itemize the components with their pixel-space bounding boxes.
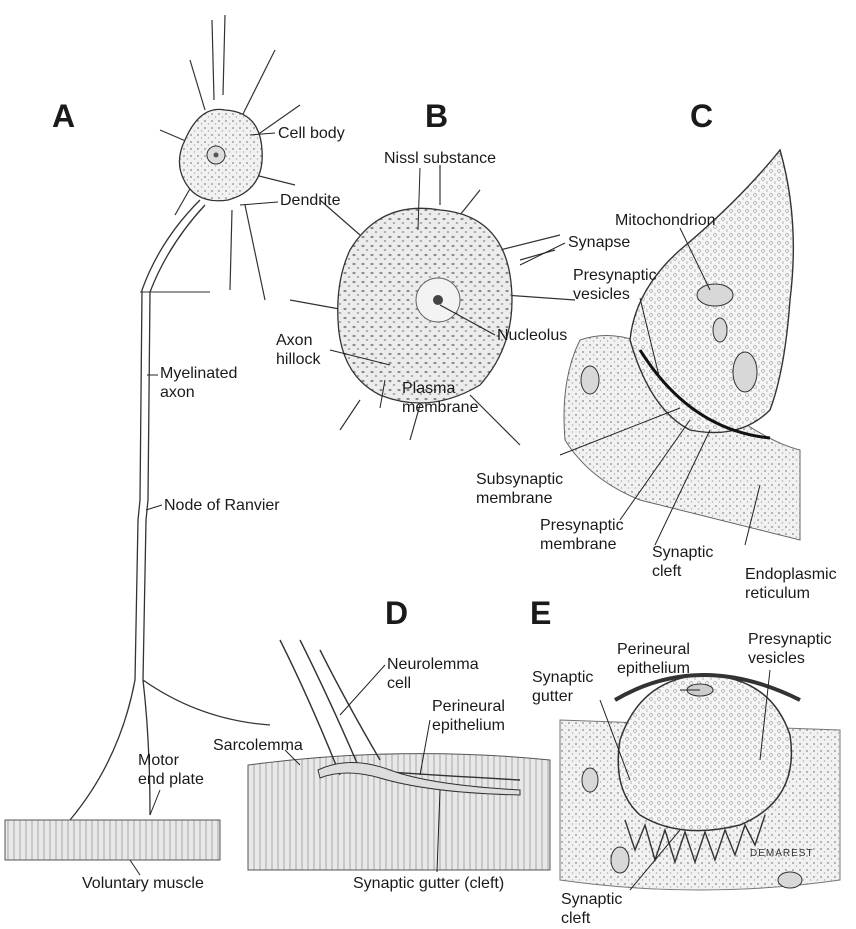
label-plasma-membrane: Plasma membrane [402,380,479,416]
label-perineural-epithelium-d: Perineural epithelium [432,698,505,734]
label-perineural-epithelium-e: Perineural epithelium [617,641,690,677]
label-voluntary-muscle: Voluntary muscle [82,875,204,892]
panel-letter-c: C [690,98,714,134]
panel-letter-a: A [52,98,76,134]
label-myelinated-axon: Myelinated axon [160,365,238,401]
leader-lines [129,132,771,891]
label-mitochondrion: Mitochondrion [615,212,716,229]
panel-e-folds [624,814,766,865]
label-dendrite: Dendrite [280,192,341,209]
label-nissl-substance: Nissl substance [384,150,497,167]
label-synaptic-gutter: Synaptic gutter [532,669,594,705]
voluntary-muscle-a [4,819,221,861]
panel-d-muscle [247,753,551,871]
label-presynaptic-vesicles-c: Presynaptic vesicles [573,267,657,303]
mitochondrion-c [696,283,734,307]
label-axon-hillock: Axon hillock [276,332,321,368]
panel-letter-b: B [425,98,449,134]
label-synaptic-gutter-cleft: Synaptic gutter (cleft) [353,875,505,892]
label-synapse: Synapse [568,234,631,251]
label-nucleolus: Nucleolus [497,327,568,344]
panel-d-nerve [279,639,521,781]
label-sarcolemma: Sarcolemma [213,737,303,754]
axon-a [69,199,271,821]
label-subsynaptic-membrane: Subsynaptic membrane [476,471,564,507]
nucleolus-b [433,295,443,305]
panel-b-processes [289,165,576,446]
panel-letter-e: E [530,595,552,631]
artist-signature: DEMAREST [750,848,814,859]
panel-letter-d: D [385,595,409,631]
label-neurolemma-cell: Neurolemma cell [387,656,479,692]
label-endoplasmic-reticulum: Endoplasmic reticulum [745,566,837,602]
label-synaptic-cleft-c: Synaptic cleft [652,544,714,580]
label-node-of-ranvier: Node of Ranvier [164,497,280,514]
label-synaptic-cleft-e: Synaptic cleft [561,891,623,927]
label-presynaptic-vesicles-e: Presynaptic vesicles [748,631,832,667]
label-cell-body: Cell body [278,125,345,142]
label-motor-end-plate: Motor end plate [138,752,204,788]
panel-e-terminal [617,674,793,832]
label-presynaptic-membrane: Presynaptic membrane [540,517,624,553]
